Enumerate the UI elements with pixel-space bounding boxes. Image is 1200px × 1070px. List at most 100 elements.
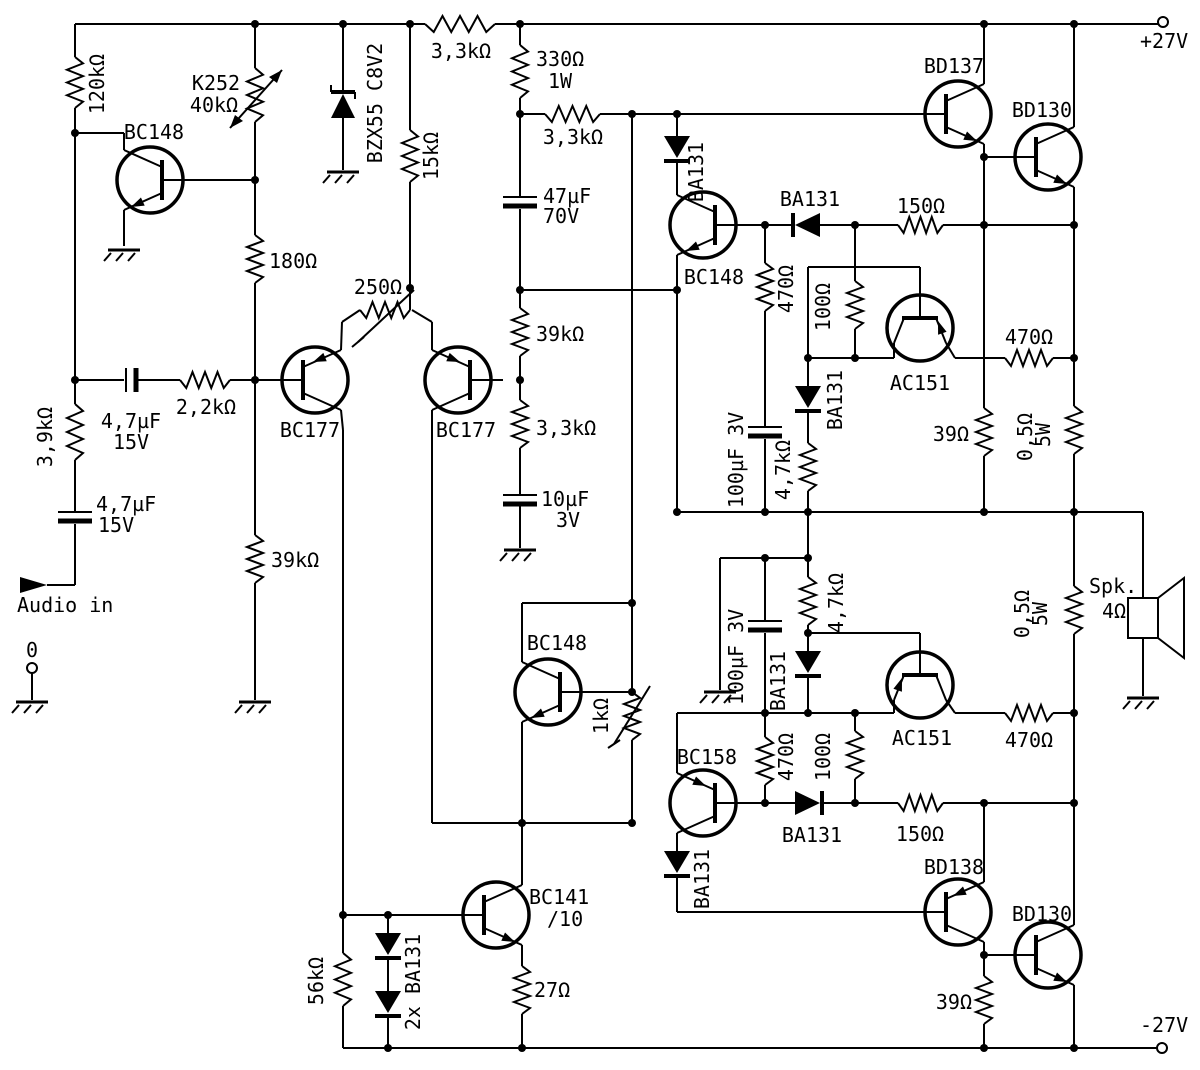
junction-dot [339,20,347,28]
label-layer: +27V -27V 120kΩ K252 40kΩ BC148 BZX55 C8… [17,29,1188,1037]
junction-dot [1070,1044,1078,1052]
junction-dot [980,153,988,161]
emitter-arrow-icon [692,776,706,786]
junction-dot [980,799,988,807]
junction-dot [1070,20,1078,28]
junction-dot [761,508,769,516]
junction-dot [761,709,769,717]
ground-zero [35,704,44,714]
transistor-bc177-2 [431,392,471,411]
transistor-ac151-2 [935,674,947,701]
r150-upper-label: 150Ω [897,194,945,218]
resistor-4k7-lower [797,576,819,626]
ba131-driver-low-label: BA131 [782,823,842,847]
diode-ba131-upper-h [795,213,820,237]
k252-arrowhead-icon [269,70,282,83]
junction-dot [804,508,812,516]
wire [340,321,343,351]
ba131-2x-label: 2x BA131 [401,934,425,1030]
resistor-330 [509,44,531,99]
junction-dot [516,20,524,28]
r100-lower-label: 100Ω [811,733,835,781]
ba131-upper-label: BA131 [780,187,840,211]
bc141-label: BC141 [529,885,589,909]
junction-dot [980,221,988,229]
junction-dot [761,221,769,229]
r39-upper-label: 39Ω [933,422,969,446]
r470-upper-label: 470Ω [774,265,798,313]
ba131-mid-lower-label: BA131 [766,651,790,711]
transistor-bc148-3 [521,661,561,680]
diode-ba131-mid-upper [795,386,821,408]
ground-39k [246,704,255,714]
ground-39k [234,704,243,714]
ground-input-stage [127,252,136,262]
junction-dot [851,354,859,362]
resistor-3k3-rail [424,13,496,35]
potentiometer-1k [621,691,643,741]
terminal-neg-icon [1156,1042,1168,1054]
zener-label: BZX55 C8V2 [363,43,387,163]
wire [341,309,361,323]
emitter-arrow-icon [1053,174,1067,184]
resistor-150-lower [897,791,944,815]
emitter-arrow-icon [938,321,947,335]
r470-right-lower-label: 470Ω [1005,728,1053,752]
r150-lower-label: 150Ω [896,822,944,846]
resistor-3k3-fb [509,399,531,449]
junction-dot [1070,221,1078,229]
c4u7a-volt-label: 15V [113,430,149,454]
wire [411,309,433,323]
junction-dot [980,508,988,516]
ground-input-stage [115,252,124,262]
terminal-pos-icon [1157,16,1169,28]
r05-1-watt-label: 5W [1031,422,1055,447]
emitter-arrow-icon [531,708,545,718]
c4u7b-volt-label: 15V [98,513,134,537]
supply-neg-label: -27V [1140,1013,1188,1037]
junction-dot [804,629,812,637]
emitter-arrow-icon [1053,972,1067,982]
ground-zener [322,174,331,184]
junction-dot [251,20,259,28]
supply-pos-label: +27V [1140,29,1188,53]
junction-dot [384,911,392,919]
r39-lower-label: 39Ω [936,990,972,1014]
resistor-470-upper [754,262,776,312]
c10u-label: 10µF [541,487,589,511]
c4u7b-label: 4,7µF [96,492,156,516]
junction-dot [1070,354,1078,362]
ground-speaker [1122,700,1131,710]
ba131-boot-label: BA131 [684,142,708,202]
ground-zero [11,704,20,714]
resistor-120k [64,56,86,109]
junction-dot [804,554,812,562]
transistor-bc141 [483,884,523,903]
transistor-bc148-1 [123,149,163,168]
junction-dot [673,508,681,516]
r330-watt-label: 1W [548,69,573,93]
ac151-2-label: AC151 [892,726,952,750]
ground-100uf [699,694,708,704]
wire [351,336,365,348]
ground-39k [258,704,267,714]
r27-label: 27Ω [534,978,570,1002]
junction-dot [516,286,524,294]
diode-ba131-lower-h [795,791,820,815]
wire [607,739,621,749]
junction-dot [516,376,524,384]
junction-dot [406,20,414,28]
potentiometer-k252 [244,67,266,123]
resistor-100-lower [844,730,866,780]
transistor-bc177-1 [302,392,342,411]
ac151-1-label: AC151 [890,371,950,395]
transistor-bd137 [945,126,985,145]
bd137-label: BD137 [924,54,984,78]
resistor-0r5-upper [1063,405,1085,455]
ground-speaker [1134,700,1143,710]
bc148-2-label: BC148 [684,265,744,289]
r100-upper-label: 100Ω [811,283,835,331]
bd130-1-label: BD130 [1012,98,1072,122]
emitter-arrow-icon [686,241,700,251]
potentiometer-250 [359,299,411,321]
